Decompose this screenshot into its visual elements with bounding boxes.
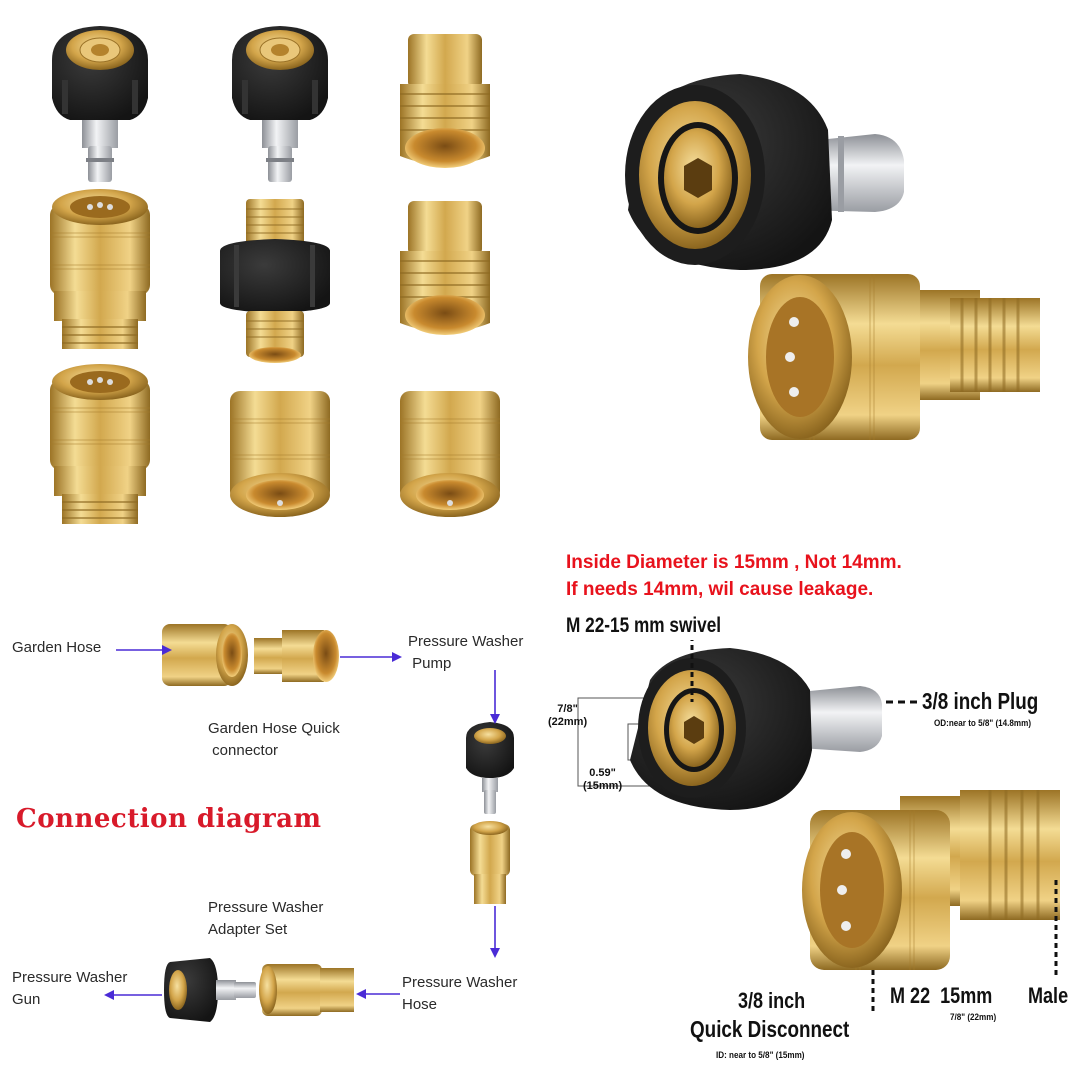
quick-disconnect-fitting-1 xyxy=(50,189,150,349)
quick-disconnect-fitting-2 xyxy=(50,364,150,524)
diagram-garden-male xyxy=(254,630,339,682)
warning-line-1: Inside Diameter is 15mm , Not 14mm. xyxy=(566,552,902,573)
garden-hose-female-fitting-1 xyxy=(230,391,330,517)
label-male: Male xyxy=(1028,983,1069,1008)
warning-line-2: If needs 14mm, wil cause leakage. xyxy=(566,579,874,600)
garden-hose-male-fitting-1 xyxy=(400,34,490,168)
garden-hose-male-fitting-2 xyxy=(400,201,490,335)
label-plug-spec: 3/8 inch Plug xyxy=(922,688,1039,714)
label-pressure-washer-pump: Pressure Washer Pump xyxy=(408,633,524,672)
label-plug-sub: OD:near to 5/8" (14.8mm) xyxy=(934,718,1032,728)
label-inner-dim: 0.59" (15mm) xyxy=(583,767,623,792)
label-qd-spec-line1: 3/8 inch xyxy=(738,988,806,1013)
connection-diagram-graphic xyxy=(104,624,514,1022)
connection-diagram-title: Connection diagram xyxy=(16,804,322,834)
hero-swivel-and-coupler xyxy=(625,74,1040,440)
diagram-garden-female xyxy=(162,624,248,686)
diagram-horizontal-qd xyxy=(259,964,354,1016)
label-m22-sub: 7/8" (22mm) xyxy=(950,1012,997,1022)
label-outer-dim: 7/8" (22mm) xyxy=(548,703,588,728)
garden-hose-female-fitting-2 xyxy=(400,391,500,517)
label-qd-spec-line2: Quick Disconnect xyxy=(690,1016,850,1042)
label-pressure-washer-hose: Pressure Washer Hose xyxy=(402,974,518,1013)
label-pressure-washer-adapter-set: Pressure Washer Adapter Set xyxy=(208,899,324,938)
label-garden-hose: Garden Hose xyxy=(12,639,102,656)
diagram-horizontal-swivel xyxy=(164,958,256,1022)
diagram-vertical-qd xyxy=(470,821,510,904)
swivel-plug-fitting-1 xyxy=(52,26,148,182)
spec-fittings-graphic xyxy=(577,640,1060,1012)
m22-double-male-swivel-fitting xyxy=(220,199,330,363)
label-m22-spec: M 22 15mm xyxy=(890,983,993,1008)
diagram-vertical-swivel xyxy=(466,722,514,814)
label-garden-hose-quick-connector: Garden Hose Quick connector xyxy=(208,720,340,759)
label-pressure-washer-gun: Pressure Washer Gun xyxy=(12,969,128,1008)
swivel-plug-fitting-2 xyxy=(232,26,328,182)
product-grid xyxy=(0,0,540,540)
label-qd-sub: ID: near to 5/8" (15mm) xyxy=(716,1050,805,1060)
label-swivel-spec: M 22-15 mm swivel xyxy=(566,614,722,637)
